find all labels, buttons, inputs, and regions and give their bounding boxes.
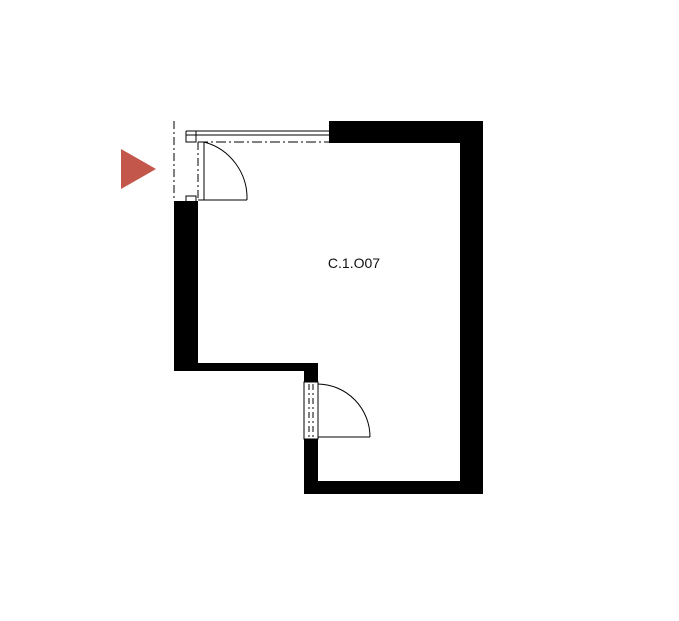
wall-top bbox=[329, 121, 483, 143]
wall-upper-left bbox=[174, 201, 198, 371]
entrance-arrow-icon bbox=[121, 149, 156, 189]
top-window bbox=[185, 130, 329, 143]
wall-lower-left bbox=[304, 439, 318, 494]
room-label: C.1.O07 bbox=[328, 255, 380, 271]
wall-bottom bbox=[304, 481, 483, 494]
entrance-door bbox=[173, 121, 248, 203]
lower-door bbox=[303, 381, 371, 440]
wall-step bbox=[174, 363, 318, 371]
wall-right bbox=[460, 121, 483, 494]
